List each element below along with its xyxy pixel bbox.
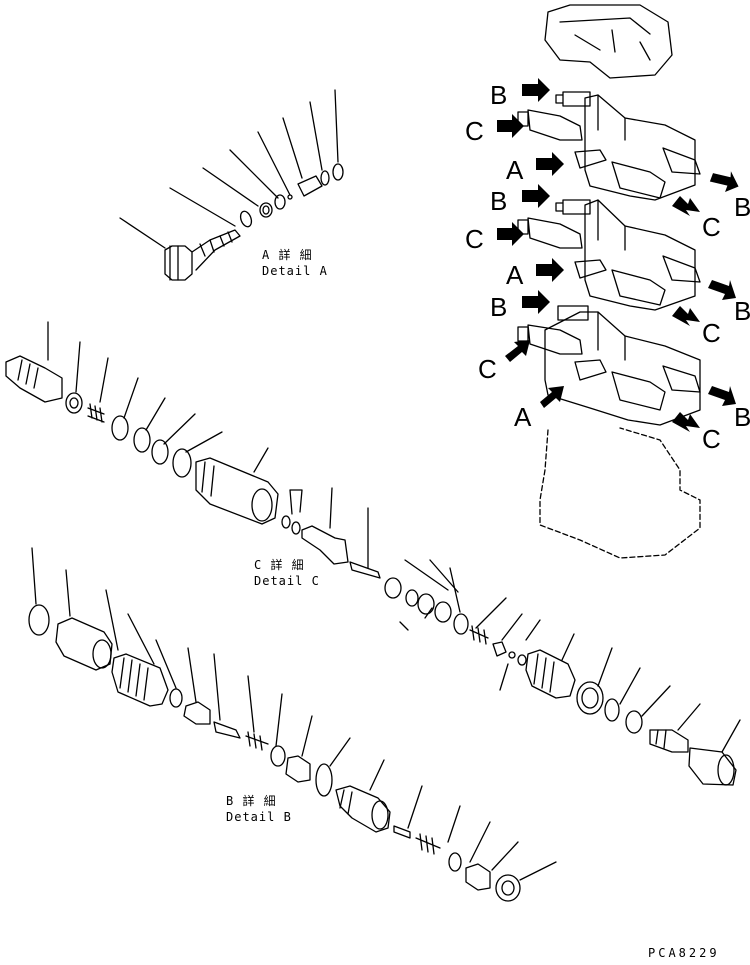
- detail-c-washer: [281, 515, 291, 529]
- detail-b-cap: [465, 863, 491, 891]
- detail-c-oring: [604, 698, 620, 722]
- port-label-c: C: [465, 116, 484, 146]
- detail-c-oring: [133, 427, 151, 453]
- valve-section-3: [544, 311, 701, 426]
- arrow-icon: [672, 412, 700, 432]
- detail-a-oring: [320, 170, 330, 186]
- detail-c-ring: [625, 710, 643, 734]
- valve-top-cover: [544, 4, 673, 79]
- detail-b-oring: [28, 604, 50, 636]
- detail-c-oring: [151, 439, 169, 465]
- arrow-icon: [708, 386, 736, 406]
- port-label-b: B: [734, 192, 750, 222]
- detail-c-oring: [172, 448, 192, 478]
- detail-c-spring: [87, 403, 105, 423]
- detail-b-sleeve-small: [183, 701, 211, 725]
- detail-a-kanji: A 詳 細: [262, 248, 313, 262]
- port-label-c: C: [702, 424, 721, 454]
- detail-c-poppet: [301, 525, 349, 565]
- arrow-icon: [522, 290, 550, 314]
- detail-c-parts: [5, 321, 741, 786]
- arrow-icon: [497, 222, 524, 246]
- detail-a-oring: [239, 210, 253, 228]
- detail-b-oring: [315, 763, 333, 797]
- arrow-icon: [536, 258, 564, 282]
- detail-a-spool: [191, 229, 241, 271]
- detail-c-cap: [688, 747, 737, 786]
- detail-a-ring: [332, 163, 344, 181]
- detail-b-body: [111, 653, 169, 707]
- detail-c-body: [525, 649, 576, 699]
- detail-b-parts: [28, 547, 557, 902]
- arrow-icon: [672, 306, 700, 326]
- valve-section-2: [584, 199, 696, 311]
- detail-b-spring: [415, 833, 441, 855]
- detail-c-caption: Detail C: [254, 574, 320, 588]
- detail-c-plug: [5, 355, 63, 403]
- detail-b-kanji: B 詳 細: [226, 794, 277, 808]
- detail-c-washer: [291, 521, 301, 535]
- port-label-a: A: [514, 402, 532, 432]
- port-label-c: C: [702, 212, 721, 242]
- detail-b-poppet-body: [335, 785, 391, 833]
- port-label-c: C: [465, 224, 484, 254]
- port-label-c: C: [702, 318, 721, 348]
- detail-b-washer: [169, 688, 183, 708]
- detail-b-caption: Detail B: [226, 810, 292, 824]
- detail-c-washer: [65, 392, 83, 414]
- detail-a-sleeve: [297, 175, 323, 197]
- detail-c-ring: [453, 613, 469, 635]
- detail-a-caption: Detail A: [262, 264, 328, 278]
- port-label-b: B: [734, 402, 750, 432]
- drawing-code: PCA8229: [648, 946, 720, 960]
- port-arrows: [497, 78, 739, 432]
- valve-assembly: [517, 4, 701, 559]
- valve-section-1: [584, 94, 696, 201]
- detail-c-spring: [469, 625, 489, 645]
- detail-c-oring: [405, 589, 419, 607]
- detail-c-oring: [111, 415, 129, 441]
- detail-c-nut: [576, 681, 604, 715]
- detail-c-pin: [349, 561, 381, 579]
- detail-c-bolt: [649, 729, 689, 753]
- detail-b-sleeve-ring: [285, 755, 311, 783]
- arrow-icon: [536, 152, 564, 176]
- port-label-b: B: [734, 296, 750, 326]
- detail-b-pin-small: [393, 825, 411, 839]
- detail-a-washer: [259, 202, 273, 218]
- detail-c-kanji: C 詳 細: [254, 558, 305, 572]
- detail-b-sleeve: [55, 617, 113, 671]
- arrow-icon: [672, 196, 700, 216]
- arrow-icon: [522, 184, 550, 208]
- detail-a-plug: [164, 245, 193, 281]
- detail-c-seat: [492, 641, 507, 657]
- port-label-a: A: [506, 155, 524, 185]
- detail-b-oring: [448, 852, 462, 872]
- detail-c-ring: [417, 593, 435, 615]
- detail-b-pin: [213, 721, 241, 739]
- detail-b-spring: [245, 731, 269, 751]
- arrow-icon: [540, 386, 564, 408]
- arrow-icon: [497, 114, 524, 138]
- detail-b-nut: [495, 874, 521, 902]
- port-label-b: B: [490, 292, 508, 322]
- port-label-a: A: [506, 260, 524, 290]
- valve-lower-housing: [539, 427, 701, 559]
- detail-b-washer: [270, 745, 286, 767]
- arrow-icon: [505, 340, 530, 362]
- port-label-b: B: [490, 186, 508, 216]
- port-label-c: C: [478, 354, 497, 384]
- detail-c-ring: [434, 601, 452, 623]
- arrow-icon: [709, 171, 739, 192]
- detail-c-sleeve: [195, 457, 279, 525]
- valve-spools: [517, 91, 701, 411]
- port-label-b: B: [490, 80, 508, 110]
- detail-a-parts: [119, 89, 344, 281]
- detail-c-ring: [384, 577, 402, 599]
- arrow-icon: [522, 78, 550, 102]
- detail-a-oring: [274, 194, 286, 210]
- arrow-icon: [708, 280, 736, 300]
